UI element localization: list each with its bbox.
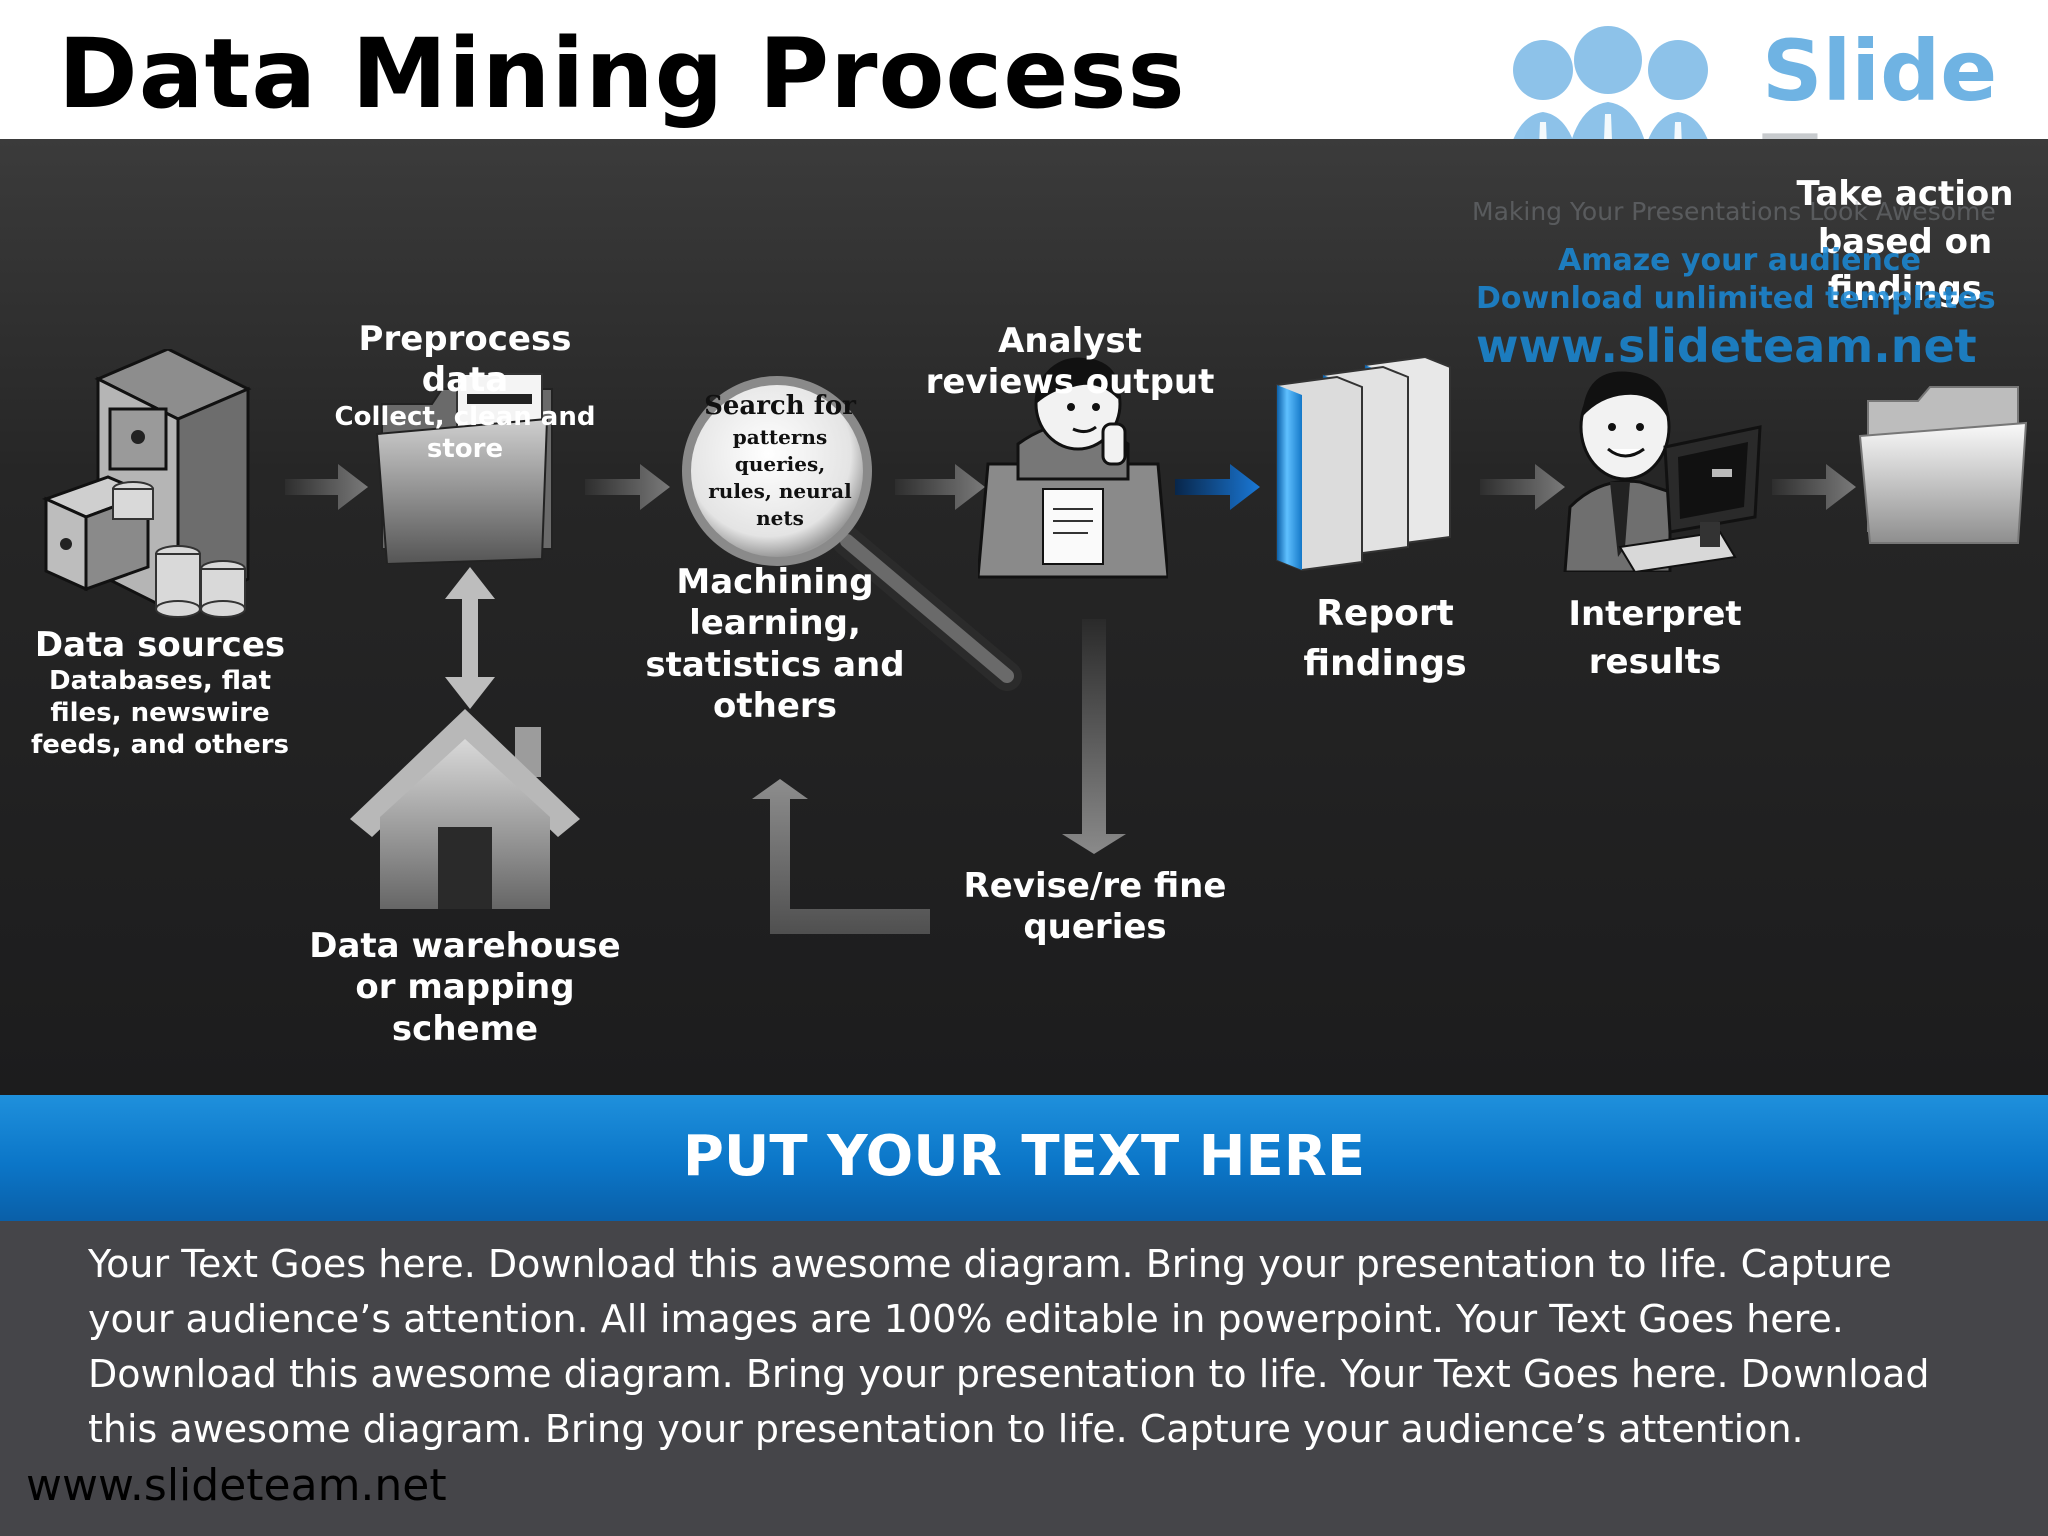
analyst-person-icon <box>978 357 1168 579</box>
label-preprocess: Preprocess data Collect, clean and store <box>334 319 596 464</box>
label-machining: Machining learning, statistics and other… <box>645 562 905 727</box>
folder-icon <box>1858 386 2028 544</box>
arrow-return <box>752 779 930 934</box>
diagram-canvas: Data sources Databases, flat files, news… <box>0 139 2048 1095</box>
label-take-action: Take action based on findings <box>1796 174 2014 310</box>
label-warehouse: Data warehouse or mapping scheme <box>309 926 621 1049</box>
magnifier-text: Search for patterns queries, rules, neur… <box>704 391 856 531</box>
books-icon <box>1276 357 1451 572</box>
arrow-right-1 <box>285 464 368 510</box>
person-computer-icon <box>1563 371 1762 572</box>
watermark-line2: Download unlimited templates <box>1476 281 1996 316</box>
watermark-url: www.slideteam.net <box>1476 319 1977 373</box>
body-text: Your Text Goes here. Download this aweso… <box>88 1242 1930 1451</box>
arrow-right-6 <box>1772 464 1856 510</box>
label-analyst: Analyst reviews output <box>925 321 1215 403</box>
watermark-brand-top: Slide <box>1762 22 1998 120</box>
magnifier-icon <box>682 376 1022 691</box>
house-icon <box>350 709 580 909</box>
label-report: Report findings <box>1303 593 1467 685</box>
filing-cabinet-icon <box>41 349 252 618</box>
text-panel <box>0 1221 2048 1536</box>
band-title: PUT YOUR TEXT HERE <box>682 1124 1366 1189</box>
label-revise: Revise/re fine queries <box>963 866 1227 948</box>
page-title: Data Mining Process <box>58 18 1186 130</box>
arrow-right-3 <box>895 464 985 510</box>
double-arrow-vertical <box>445 567 495 709</box>
watermark-line1: Amaze your audience <box>1558 243 1921 278</box>
arrow-right-2 <box>585 464 670 510</box>
label-interpret: Interpret results <box>1568 594 1742 682</box>
footer-url: www.slideteam.net <box>26 1460 447 1511</box>
arrow-right-blue <box>1175 464 1260 510</box>
flow-arrows <box>285 464 1856 934</box>
label-data-sources: Data sources Databases, flat files, news… <box>30 625 290 760</box>
open-folder-icon <box>375 373 553 564</box>
arrow-down <box>1062 619 1126 854</box>
arrow-right-5 <box>1480 464 1565 510</box>
watermark-tagline: Making Your Presentations Look Awesome <box>1472 197 1996 226</box>
text-band <box>0 1095 2048 1221</box>
